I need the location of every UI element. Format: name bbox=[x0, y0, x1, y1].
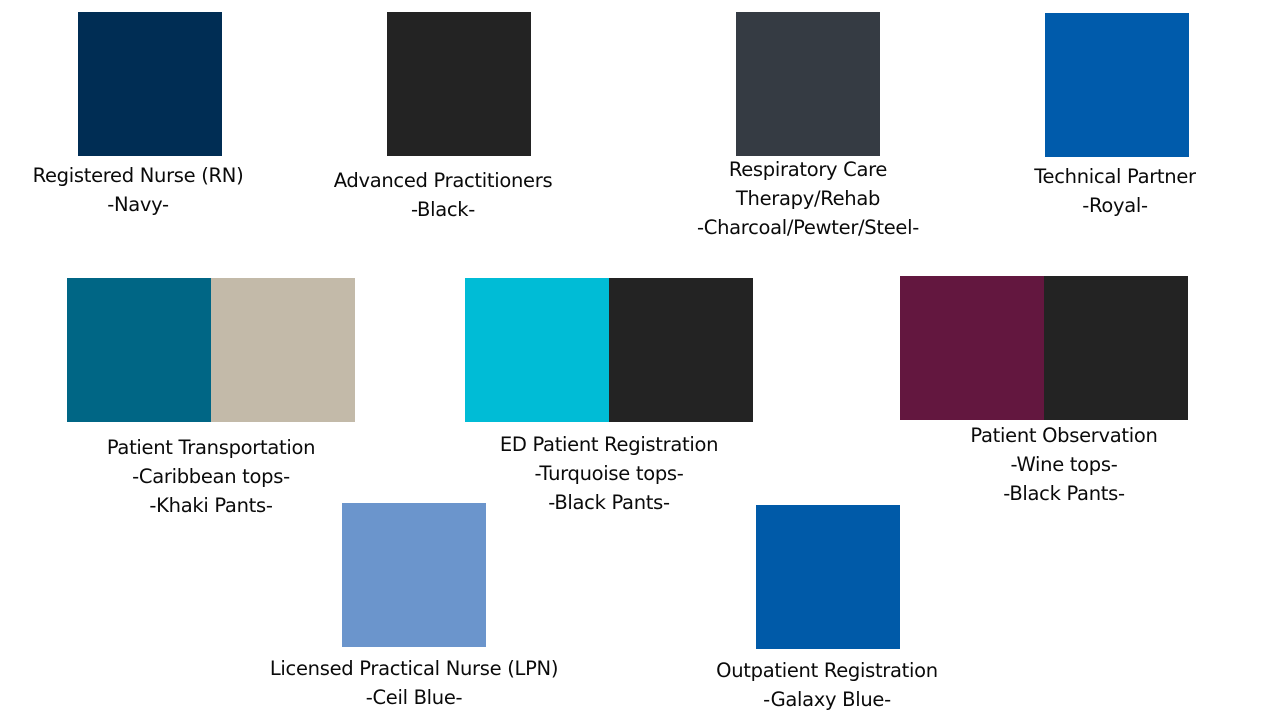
caption-rn-color: -Navy- bbox=[107, 193, 169, 216]
swatch-observation-black bbox=[1044, 276, 1188, 420]
caption-transport-title: Patient Transportation bbox=[106, 436, 316, 459]
caption-respiratory-title: Respiratory Care bbox=[728, 158, 888, 181]
caption-rn-title: Registered Nurse (RN) bbox=[32, 164, 244, 187]
swatch-outpatient-galaxy-blue bbox=[756, 505, 900, 649]
caption-advanced: Advanced Practitioners -Black- bbox=[334, 166, 553, 224]
caption-observation-tops: -Wine tops- bbox=[1010, 453, 1118, 476]
caption-advanced-title: Advanced Practitioners bbox=[333, 169, 553, 192]
caption-lpn-color: -Ceil Blue- bbox=[365, 686, 463, 709]
swatch-respiratory-charcoal bbox=[736, 12, 880, 156]
caption-respiratory-subtitle: Therapy/Rehab bbox=[735, 187, 881, 210]
caption-observation: Patient Observation -Wine tops- -Black P… bbox=[970, 421, 1157, 508]
caption-lpn: Licensed Practical Nurse (LPN) -Ceil Blu… bbox=[269, 654, 559, 712]
caption-ed-title: ED Patient Registration bbox=[499, 433, 719, 456]
swatch-transport-khaki bbox=[211, 278, 355, 422]
caption-ed-tops: -Turquoise tops- bbox=[534, 462, 684, 485]
caption-ed-pants: -Black Pants- bbox=[548, 491, 670, 514]
caption-outpatient: Outpatient Registration -Galaxy Blue- bbox=[716, 656, 938, 714]
caption-observation-pants: -Black Pants- bbox=[1003, 482, 1125, 505]
caption-lpn-title: Licensed Practical Nurse (LPN) bbox=[269, 657, 559, 680]
caption-respiratory-color: -Charcoal/Pewter/Steel- bbox=[697, 216, 919, 239]
caption-observation-title: Patient Observation bbox=[970, 424, 1158, 447]
swatch-observation-wine bbox=[900, 276, 1044, 420]
swatch-rn-navy bbox=[78, 12, 222, 156]
swatch-ed-turquoise bbox=[465, 278, 609, 422]
caption-technical: Technical Partner -Royal- bbox=[1034, 162, 1196, 220]
swatch-technical-royal bbox=[1045, 13, 1189, 157]
caption-advanced-color: -Black- bbox=[410, 198, 476, 221]
caption-outpatient-title: Outpatient Registration bbox=[716, 659, 938, 682]
caption-ed-registration: ED Patient Registration -Turquoise tops-… bbox=[499, 430, 719, 517]
swatch-transport-caribbean bbox=[67, 278, 211, 422]
caption-rn: Registered Nurse (RN) -Navy- bbox=[33, 161, 244, 219]
caption-transport: Patient Transportation -Caribbean tops- … bbox=[106, 433, 316, 520]
caption-respiratory: Respiratory Care Therapy/Rehab -Charcoal… bbox=[697, 155, 919, 242]
caption-transport-pants: -Khaki Pants- bbox=[149, 494, 273, 517]
caption-technical-color: -Royal- bbox=[1082, 194, 1148, 217]
swatch-lpn-ceil-blue bbox=[342, 503, 486, 647]
caption-technical-title: Technical Partner bbox=[1034, 165, 1196, 188]
swatch-ed-black bbox=[609, 278, 753, 422]
caption-transport-tops: -Caribbean tops- bbox=[132, 465, 290, 488]
caption-outpatient-color: -Galaxy Blue- bbox=[763, 688, 891, 711]
swatch-advanced-black bbox=[387, 12, 531, 156]
